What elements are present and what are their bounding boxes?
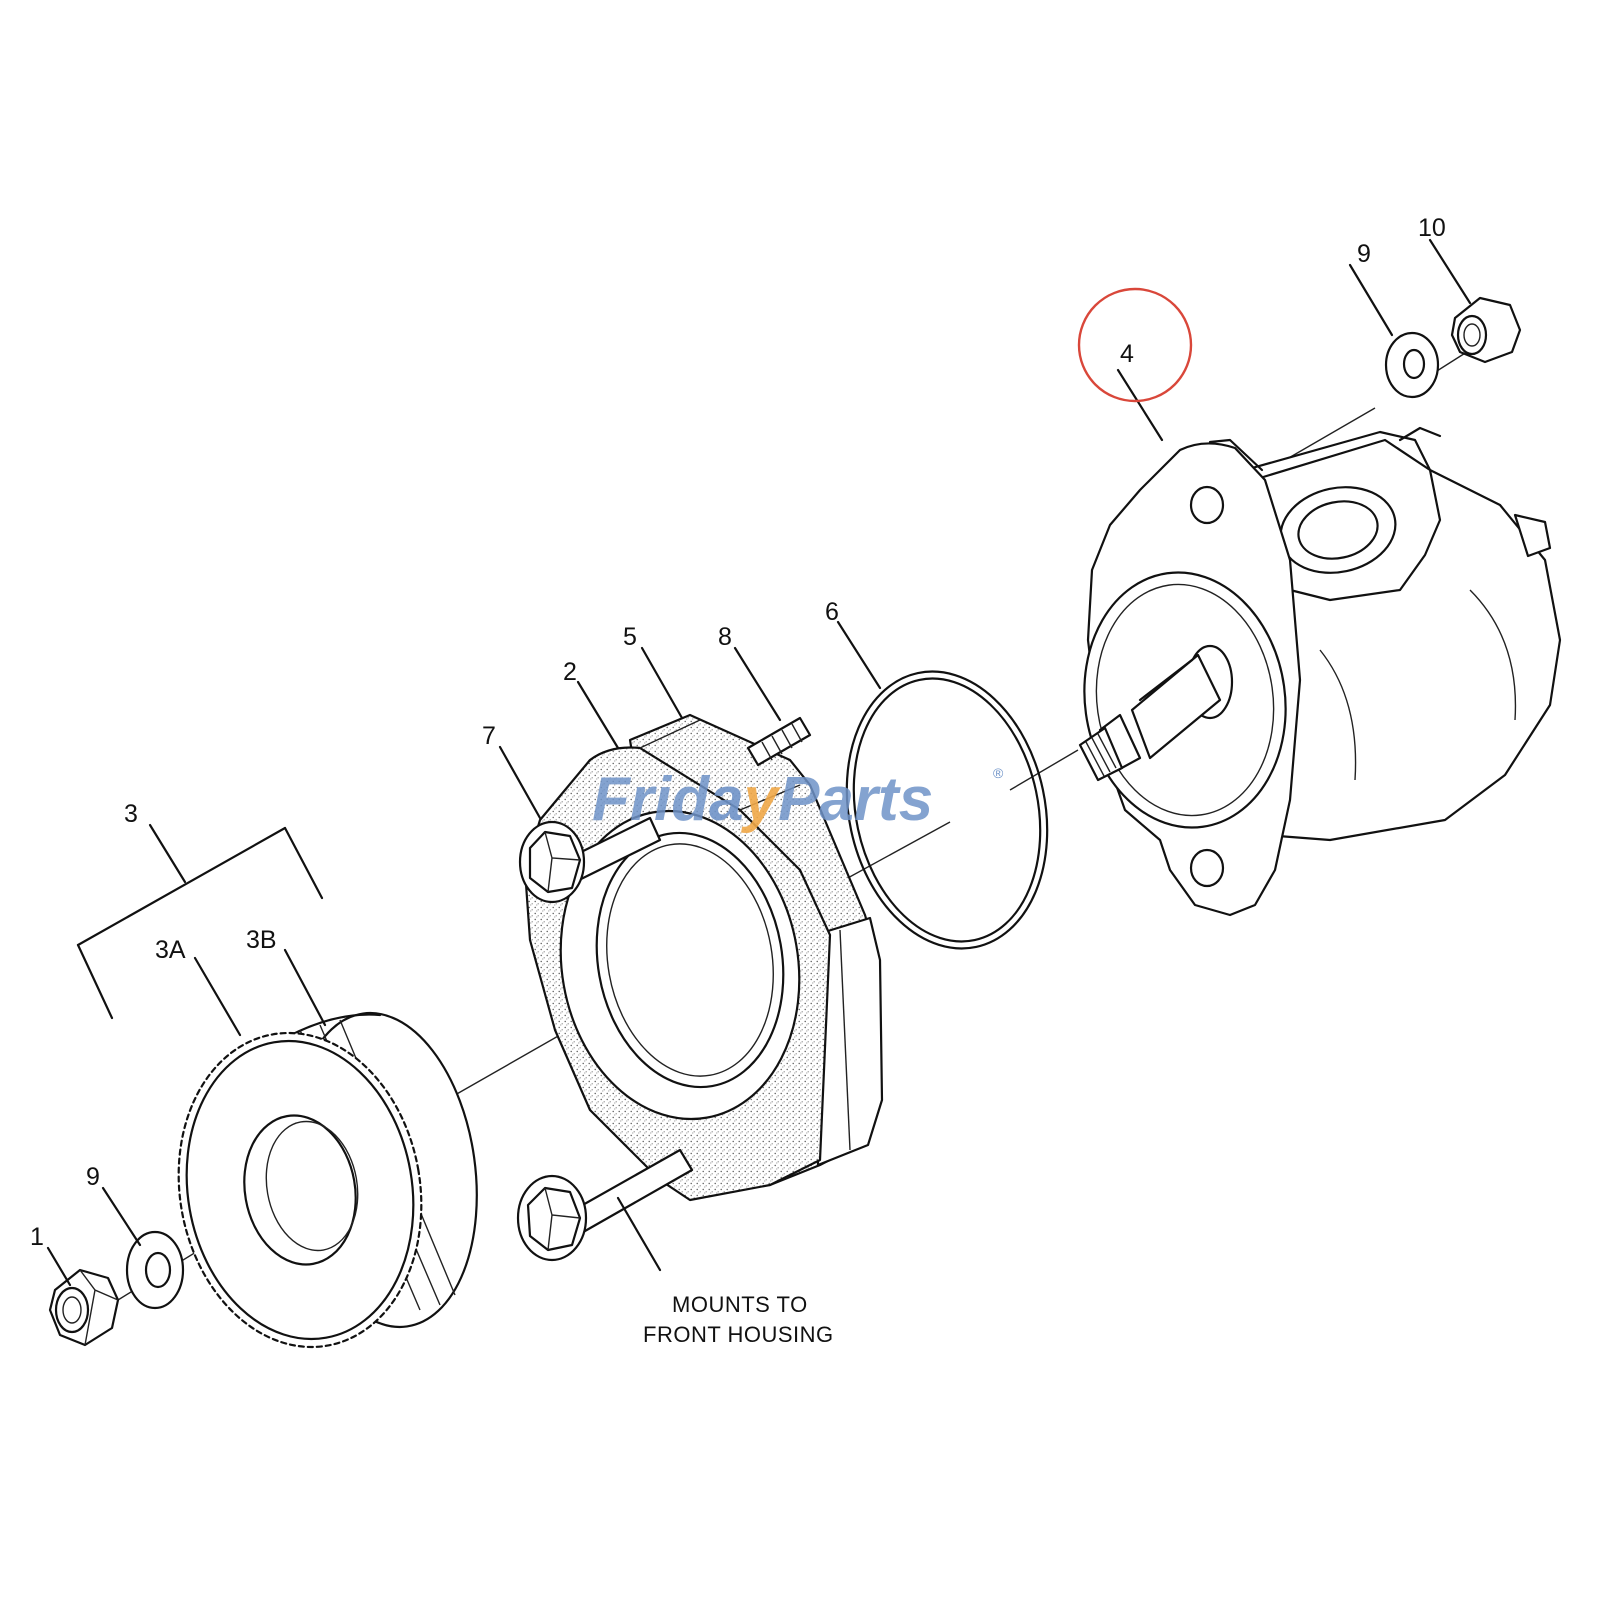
- bolt-top: [518, 816, 662, 904]
- idler-gear: [177, 1011, 478, 1349]
- callout-9-right: 9: [1357, 240, 1371, 268]
- o-ring: [845, 670, 1049, 950]
- callout-5: 5: [623, 623, 637, 651]
- brand-watermark: FridayParts ®: [592, 765, 1004, 834]
- callout-4: 4: [1120, 340, 1134, 368]
- callout-labels: 1 9 3A 3B 3 7 2 5 8 6 4 9 10: [30, 214, 1446, 1251]
- callout-6: 6: [825, 598, 839, 626]
- callout-3: 3: [124, 800, 138, 828]
- callout-1: 1: [30, 1223, 44, 1251]
- watermark-text-1: Frid: [592, 765, 710, 834]
- callout-9-left: 9: [86, 1163, 100, 1191]
- callout-2: 2: [563, 658, 577, 686]
- callout-8: 8: [718, 623, 732, 651]
- watermark-text-2: a: [709, 765, 743, 834]
- note-line-1: MOUNTS TO: [672, 1292, 808, 1317]
- callout-7: 7: [482, 722, 496, 750]
- watermark-text-3: y: [741, 765, 782, 834]
- registered-mark: ®: [993, 765, 1004, 781]
- leader-lines: [46, 238, 1472, 1287]
- callout-3a: 3A: [155, 936, 186, 964]
- group-bracket-3: [76, 826, 324, 1020]
- note-line-2: FRONT HOUSING: [643, 1322, 834, 1347]
- nut-right: [1450, 296, 1522, 364]
- callout-10: 10: [1418, 214, 1446, 242]
- bolt-bottom: [516, 1148, 694, 1262]
- svg-text:FridayParts: FridayParts: [592, 765, 933, 834]
- callout-3b: 3B: [246, 926, 277, 954]
- washer-right: [1384, 331, 1440, 399]
- stud: [746, 716, 812, 767]
- washer-left: [125, 1230, 185, 1310]
- mounting-note: MOUNTS TO FRONT HOUSING: [643, 1292, 834, 1347]
- pump-body: [1078, 426, 1562, 917]
- watermark-text-4: Parts: [778, 765, 933, 834]
- highlight-circle: [1077, 287, 1193, 403]
- nut-left: [48, 1268, 120, 1347]
